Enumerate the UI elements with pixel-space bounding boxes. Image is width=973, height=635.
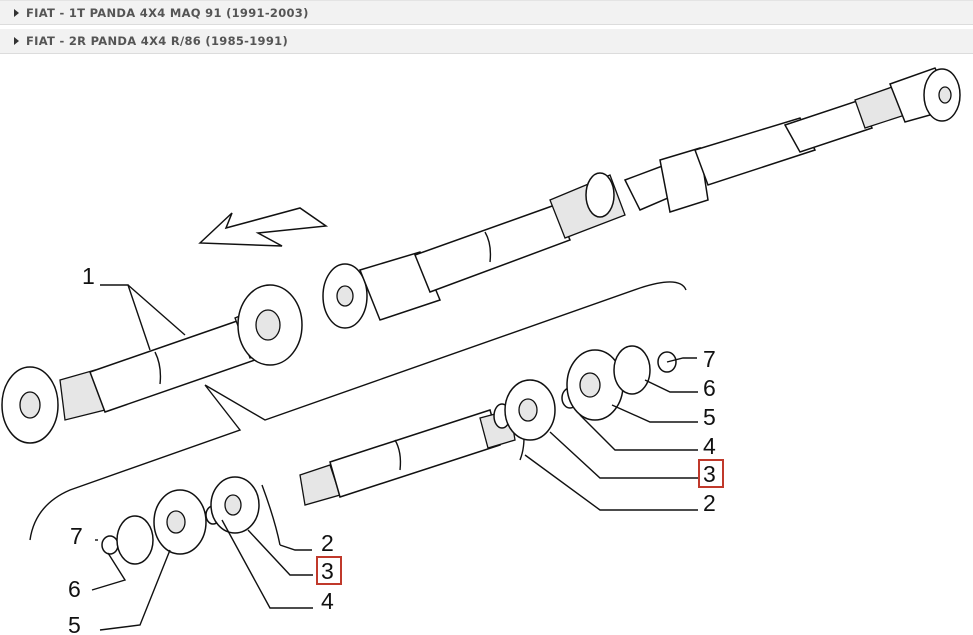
- highlight-box-right: [698, 459, 724, 488]
- caret-right-icon: [14, 8, 19, 17]
- caret-right-icon: [14, 37, 19, 45]
- callout-5-right: 5: [703, 404, 716, 430]
- accordion-label: FIAT - 1T PANDA 4X4 MAQ 91 (1991-2003): [26, 5, 309, 20]
- callout-7-left: 7: [70, 523, 83, 549]
- leader-lines: [91, 357, 698, 631]
- propeller-shaft-exploded-diagram: 1 7 6 5 4 3 2 7 6 5 2 3 4: [1, 67, 961, 635]
- exploded-parts-left: [101, 476, 281, 565]
- exploded-parts-right: [299, 345, 677, 506]
- callout-7-right: 7: [703, 346, 716, 372]
- callout-4-right: 4: [703, 433, 716, 459]
- direction-arrow-icon: [198, 207, 329, 247]
- callout-1: 1: [82, 263, 95, 289]
- accordion-label: FIAT - 2R PANDA 4X4 R/86 (1985-1991): [26, 34, 289, 48]
- accordion-item-2r-panda[interactable]: FIAT - 2R PANDA 4X4 R/86 (1985-1991): [0, 29, 973, 54]
- callout-3-right[interactable]: 3: [703, 461, 716, 487]
- accordion-item-1t-panda[interactable]: FIAT - 1T PANDA 4X4 MAQ 91 (1991-2003): [0, 0, 973, 25]
- highlight-box-left: [316, 556, 342, 585]
- callout-5-left: 5: [68, 612, 81, 635]
- shaft-assembly-part-1: [1, 284, 303, 444]
- callout-6-left: 6: [68, 576, 81, 602]
- callout-4-left: 4: [321, 588, 334, 614]
- callout-2-left: 2: [321, 530, 334, 556]
- callout-3-left[interactable]: 3: [321, 558, 334, 584]
- callout-6-right: 6: [703, 375, 716, 401]
- shaft-assembly-upper: [322, 67, 961, 329]
- callout-2-right: 2: [703, 490, 716, 516]
